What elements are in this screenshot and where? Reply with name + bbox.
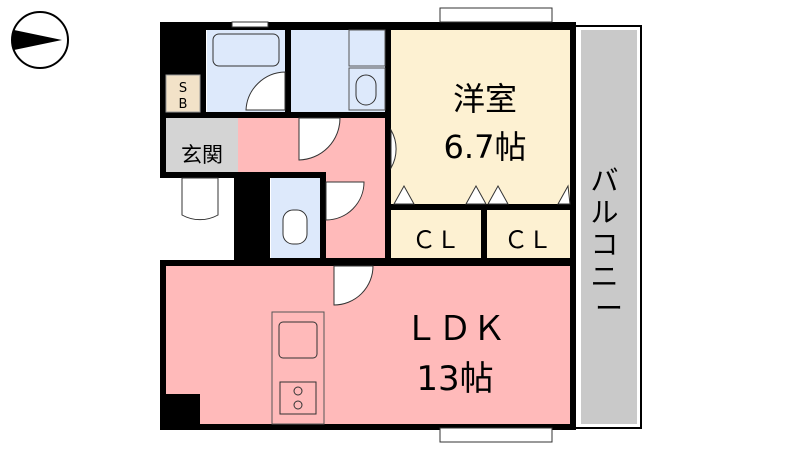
shoe-box-label: B	[179, 97, 188, 112]
north-compass-icon	[11, 11, 69, 69]
closet-right-label: ＣＬ	[504, 226, 552, 254]
washer-icon	[348, 29, 386, 67]
balcony: バ ル コ ニ ー	[574, 25, 642, 429]
windows	[231, 7, 553, 443]
ldk-size: 13帖	[416, 359, 493, 399]
shoe-box-label: S	[179, 81, 187, 96]
closet-left-label: ＣＬ	[412, 226, 460, 254]
sink-icon	[348, 67, 386, 111]
ldk-label: ＬＤＫ	[404, 309, 506, 349]
balcony-label-char: コ	[591, 228, 619, 261]
bathtub-icon	[212, 33, 280, 67]
entrance-label: 玄関	[181, 143, 223, 167]
door-icons	[181, 71, 571, 306]
balcony-label-char: ル	[591, 196, 619, 229]
toilet-icon	[282, 209, 308, 245]
balcony-label-char: ニ	[591, 260, 619, 293]
washroom	[291, 30, 385, 112]
balcony-label-char: ー	[595, 292, 623, 325]
kitchen-counter	[271, 311, 325, 425]
kitchen-sink-icon	[278, 321, 318, 359]
western-room	[391, 30, 570, 204]
stove-icon	[279, 381, 317, 415]
ldk-room	[166, 266, 570, 424]
shoe-box	[165, 74, 201, 113]
hallway	[238, 118, 385, 258]
closet-right	[487, 210, 570, 258]
western-room-size: 6.7帖	[444, 128, 527, 166]
western-room-label: 洋室	[453, 80, 517, 118]
svg-text:バ ル コ ニ: バ ル コ ニ ー	[591, 164, 628, 325]
balcony-label-char: バ	[591, 164, 619, 197]
closet-left	[391, 210, 481, 258]
entrance	[166, 118, 238, 172]
